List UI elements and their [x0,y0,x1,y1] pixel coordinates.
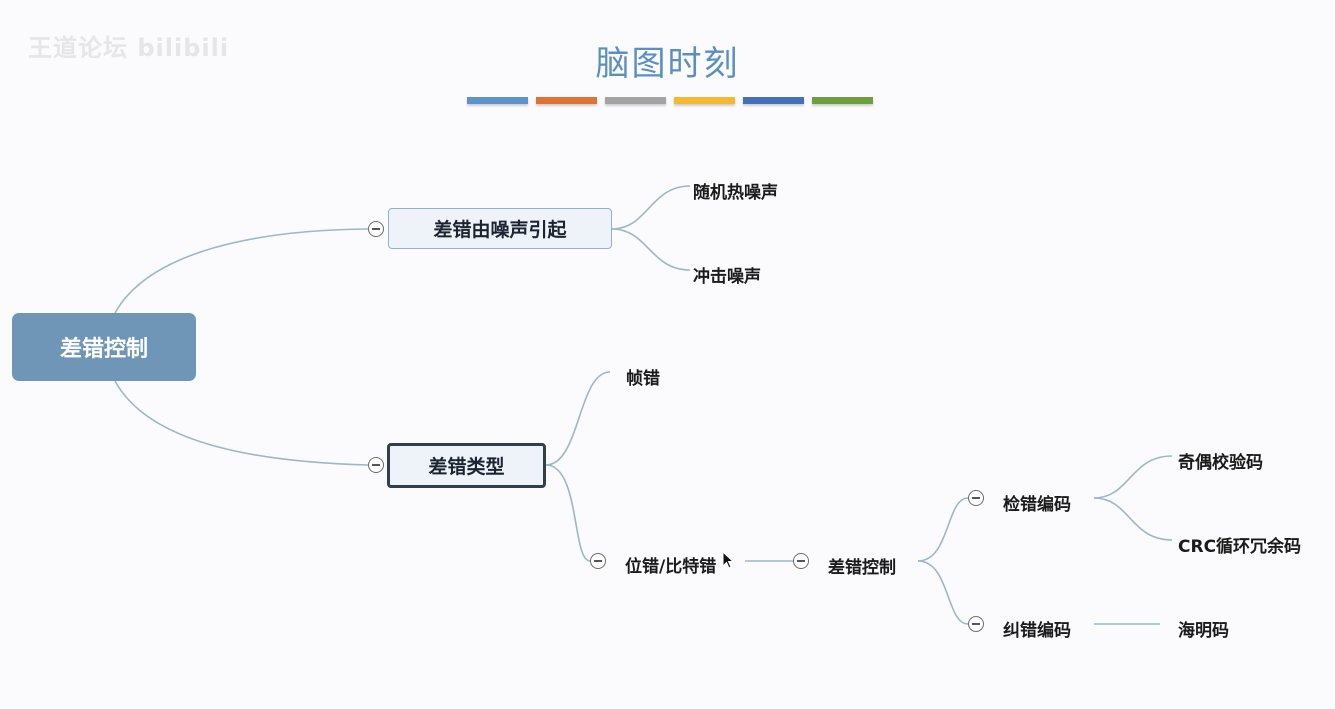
color-bar-4 [674,97,735,104]
mouse-cursor-icon [722,551,734,569]
node-error-correction-coding[interactable]: 纠错编码 [1003,621,1071,641]
collapse-toggle-detect[interactable] [968,490,984,506]
node-hamming-code[interactable]: 海明码 [1178,621,1229,641]
link-detect-parity [1093,455,1173,499]
color-bar-5 [743,97,804,104]
node-frame-error[interactable]: 帧错 [626,369,660,389]
color-bar-6 [812,97,873,104]
link-detect-crc [1093,497,1173,541]
node-random-thermal-noise[interactable]: 随机热噪声 [693,183,778,203]
node-error-detection-coding[interactable]: 检错编码 [1003,495,1071,515]
node-noise-cause[interactable]: 差错由噪声引起 [388,208,612,249]
link-noise-random [611,185,691,230]
page-title: 脑图时刻 [595,44,740,84]
node-impulse-noise[interactable]: 冲击噪声 [693,267,761,287]
link-control-correct [917,560,969,625]
node-error-control[interactable]: 差错控制 [828,558,896,578]
node-parity-check[interactable]: 奇偶校验码 [1178,453,1263,473]
watermark: 王道论坛 bilibili [28,34,230,62]
link-noise-impulse [611,228,691,271]
color-bar-2 [536,97,597,104]
color-bar-1 [467,97,528,104]
link-root-noise [114,228,369,314]
link-types-bit [545,464,591,562]
collapse-toggle-correct[interactable] [968,616,984,632]
node-error-types[interactable]: 差错类型 [387,443,546,488]
collapse-toggle-types[interactable] [368,457,384,473]
collapse-toggle-noise[interactable] [368,221,384,237]
link-root-types [114,380,369,466]
link-control-detect [917,497,969,562]
color-bar-3 [605,97,666,104]
root-node[interactable]: 差错控制 [12,313,196,381]
node-crc[interactable]: CRC循环冗余码 [1178,537,1302,557]
link-types-frame [545,371,611,466]
node-bit-error[interactable]: 位错/比特错 [625,557,717,577]
collapse-toggle-bit-error[interactable] [590,553,606,569]
color-bar-strip [467,97,873,104]
collapse-toggle-control[interactable] [793,553,809,569]
